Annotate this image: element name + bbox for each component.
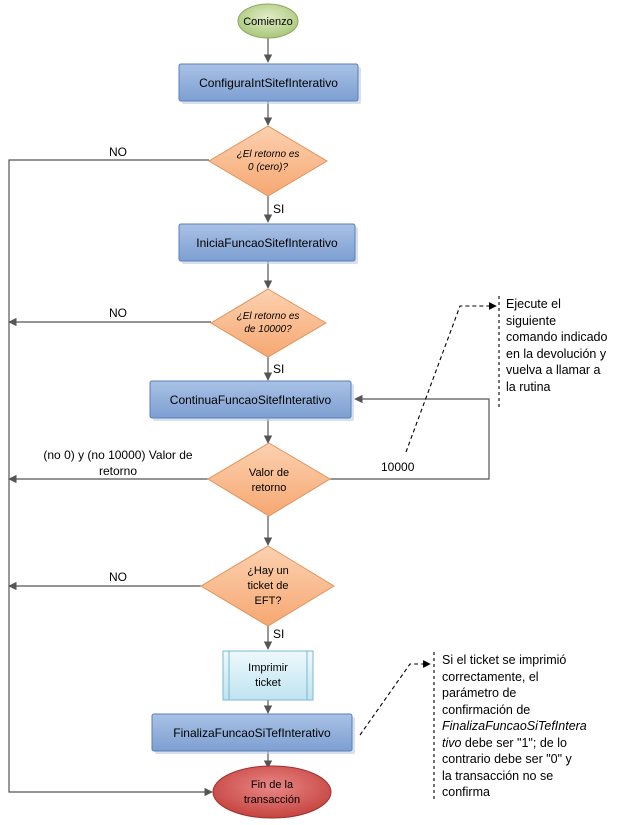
edge-labels: NO SI NO SI (no 0) y (no 10000) Valor de… — [43, 145, 414, 641]
decision3-line1: Valor de — [249, 467, 289, 479]
end-node: Fin de la transacción — [212, 765, 332, 819]
note-execute-line1: Ejecute el — [506, 297, 561, 311]
label-si-1: SI — [273, 202, 284, 216]
note-execute-line6: la rutina — [506, 379, 551, 394]
label-si-2: SI — [273, 362, 284, 376]
imprimir-line1: Imprimir — [248, 662, 288, 674]
start-label: Comienzo — [243, 16, 293, 28]
decision4-line2: ticket de — [248, 580, 289, 592]
decision-retorno-cero: ¿El retorno es 0 (cero)? — [208, 125, 328, 197]
decision3-line2: retorno — [252, 482, 287, 494]
decision1-line2: 0 (cero)? — [248, 162, 288, 173]
process-finaliza: FinalizaFuncaoSiTefInterativo — [151, 713, 355, 754]
inicia-label: IniciaFuncaoSitefInterativo — [196, 236, 338, 250]
process-configura: ConfiguraIntSitefInterativo — [178, 63, 361, 104]
continua-label: ContinuaFuncaoSitefInterativo — [170, 393, 332, 407]
note-ticket-line6-rest: debe ser "1"; de lo — [461, 735, 567, 750]
note-ticket-line4: confirmación de — [442, 702, 531, 717]
note-execute-line3: comando indicado — [506, 330, 608, 344]
end-line1: Fin de la — [251, 779, 294, 791]
decision4-line1: ¿Hay un — [247, 565, 289, 577]
connectors — [8, 38, 490, 797]
label-no-3: NO — [109, 570, 127, 584]
start-node: Comienzo — [237, 3, 299, 39]
note-ticket-line3: parámetro de — [442, 686, 517, 700]
decision2-line1: ¿El retorno es — [237, 311, 300, 322]
label-no-2: NO — [109, 306, 127, 320]
note-ticket-line2: correctamente, el — [442, 669, 539, 684]
callout-ticket-line — [359, 660, 431, 736]
edge-decision3-10000 — [330, 394, 490, 480]
note-execute: Ejecute el siguiente comando indicado en… — [506, 296, 618, 395]
callout-lines — [359, 296, 500, 800]
note-ticket-line1: Si el ticket se imprimió — [442, 653, 567, 667]
imprimir-line2: ticket — [255, 677, 281, 689]
label-10000: 10000 — [381, 460, 415, 474]
decision-retorno-10000: ¿El retorno es de 10000? — [210, 288, 327, 358]
finaliza-label: FinalizaFuncaoSiTefInterativo — [173, 726, 331, 740]
note-execute-line5: vuelva a llamar a — [506, 363, 601, 377]
label-other-value-line1: (no 0) y (no 10000) Valor de — [43, 448, 193, 462]
note-execute-line4: en la devolución y — [506, 346, 607, 361]
note-ticket: Si el ticket se imprimió correctamente, … — [442, 652, 617, 801]
process-continua: ContinuaFuncaoSitefInterativo — [149, 380, 354, 421]
decision-ticket-eft: ¿Hay un ticket de EFT? — [200, 545, 335, 627]
note-ticket-function-name-cont: tivo — [442, 735, 462, 750]
note-ticket-line5: FinalizaFuncaoSiTefIntera — [442, 718, 617, 735]
end-line2: transacción — [244, 794, 300, 806]
decision-valor-retorno: Valor de retorno — [207, 442, 331, 517]
configura-label: ConfiguraIntSitefInterativo — [199, 76, 338, 90]
note-ticket-function-name: FinalizaFuncaoSiTefIntera — [442, 719, 587, 733]
io-imprimir-ticket: Imprimir ticket — [222, 650, 314, 701]
process-inicia: IniciaFuncaoSitefInterativo — [178, 223, 358, 264]
decision4-line3: EFT? — [255, 595, 282, 607]
label-no-1: NO — [109, 145, 127, 159]
decision2-line2: de 10000? — [244, 324, 292, 335]
decision1-line1: ¿El retorno es — [237, 149, 300, 160]
note-ticket-line9: confirma — [442, 785, 490, 799]
label-si-3: SI — [273, 627, 284, 641]
label-other-value-line2: retorno — [99, 464, 137, 478]
note-ticket-line6: tivo debe ser "1"; de lo — [442, 735, 617, 752]
note-execute-line2: siguiente — [506, 313, 557, 328]
note-ticket-line7: contrario debe ser "0" y — [442, 752, 572, 766]
callout-execute-line — [405, 302, 497, 453]
note-ticket-line8: la transacción no se — [442, 768, 554, 783]
